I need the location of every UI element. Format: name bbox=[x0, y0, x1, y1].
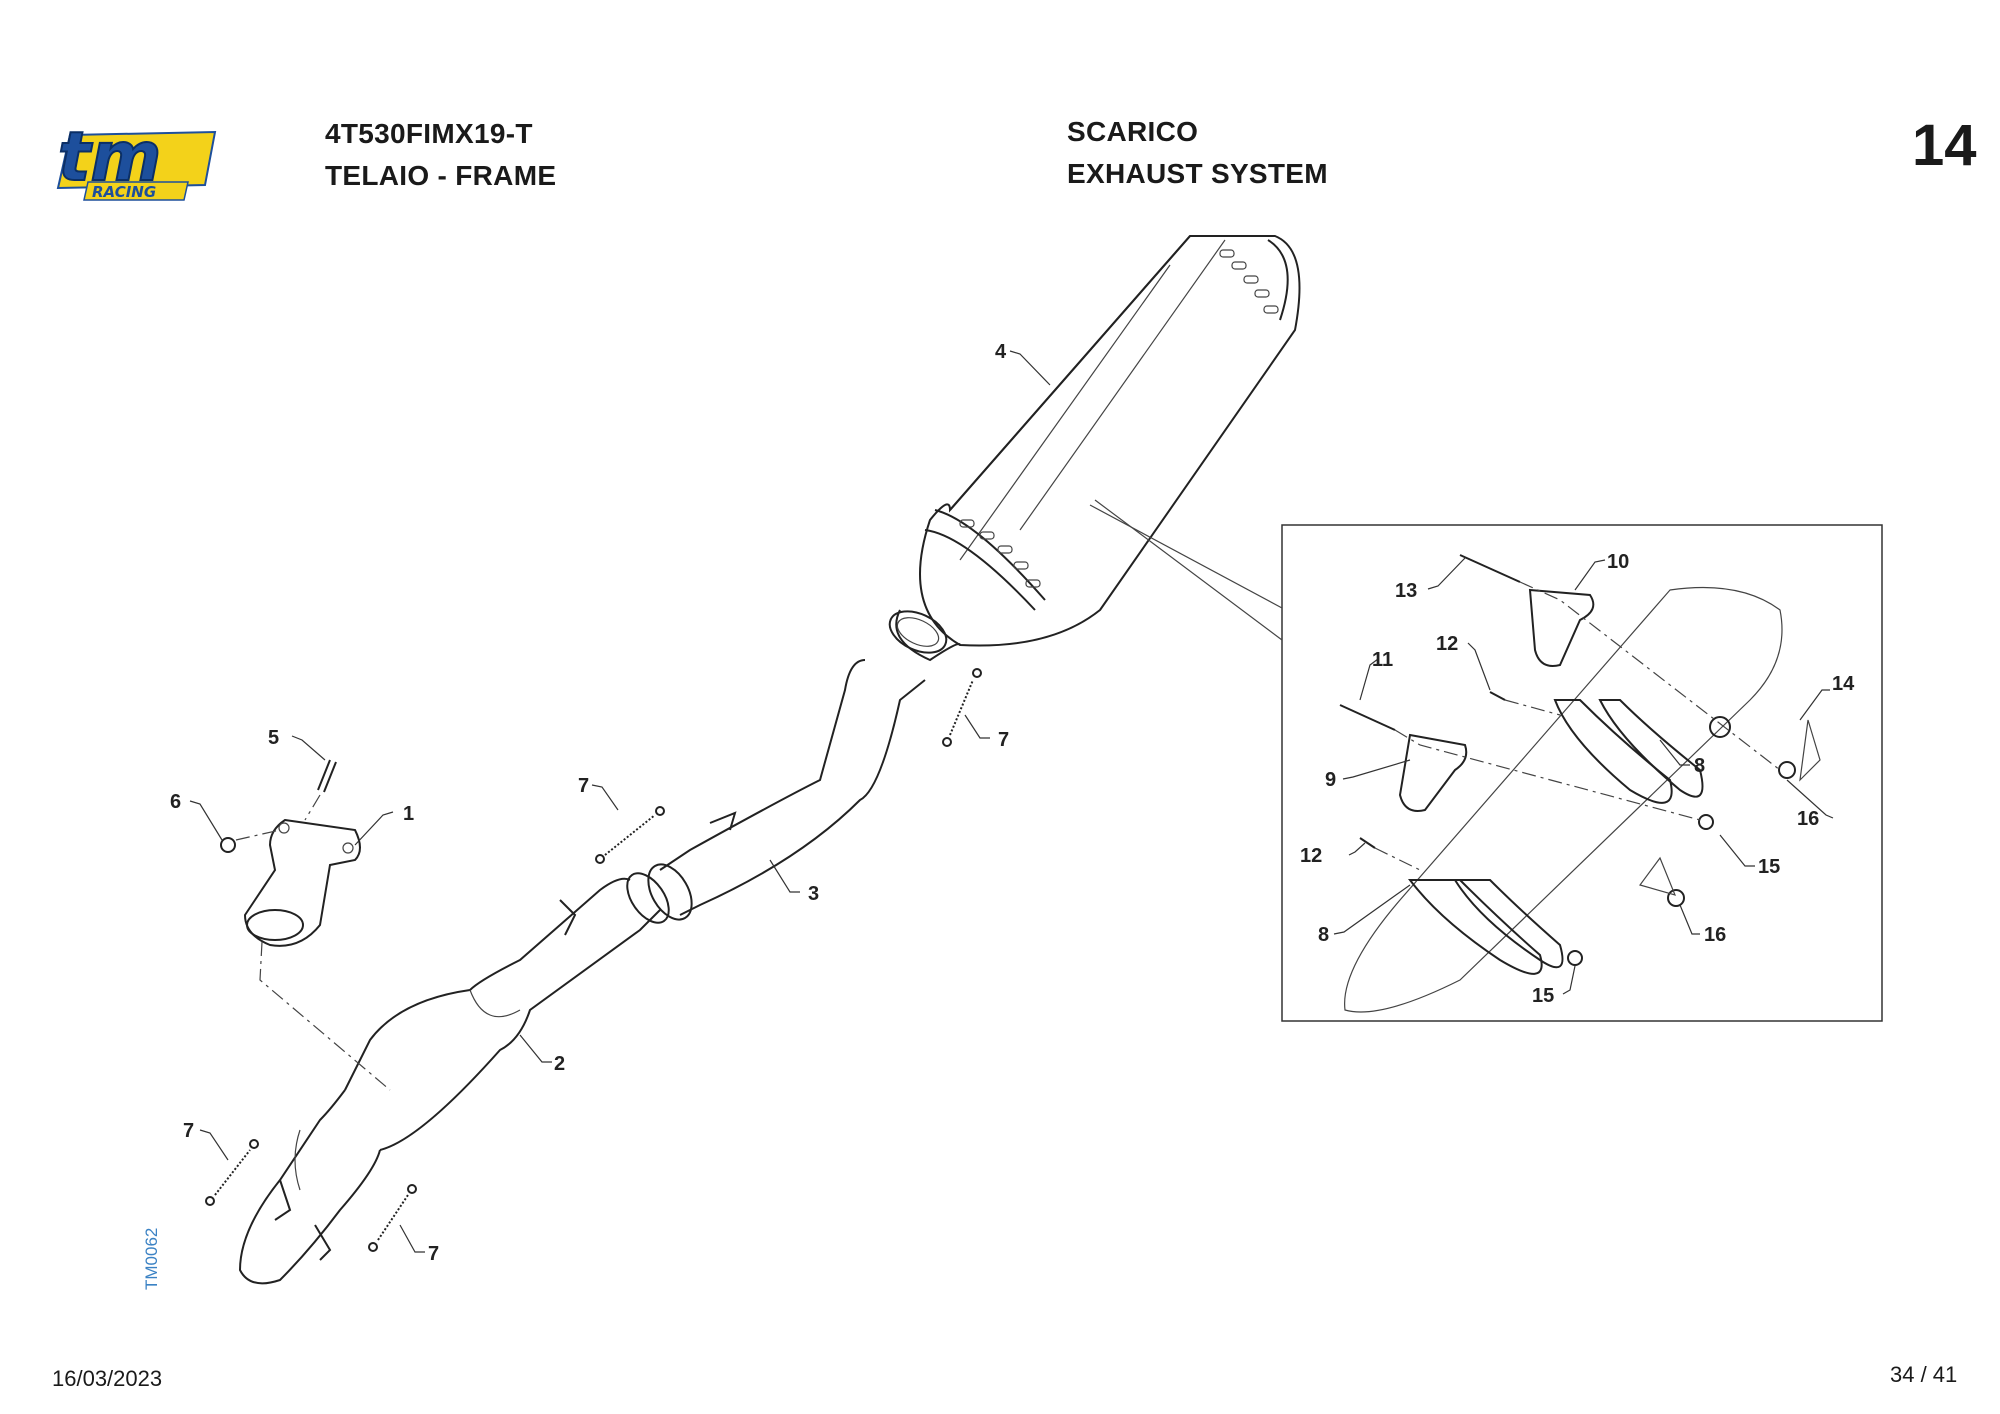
nut-part-6 bbox=[220, 829, 281, 853]
flange-part-1 bbox=[243, 818, 391, 1091]
callout-12b: 12 bbox=[1300, 845, 1322, 867]
callout-7b: 7 bbox=[998, 729, 1009, 751]
callout-4: 4 bbox=[995, 341, 1007, 363]
callout-12a: 12 bbox=[1436, 633, 1458, 655]
leader-lines bbox=[189, 350, 1834, 1253]
callout-2: 2 bbox=[554, 1053, 565, 1075]
callout-8b: 8 bbox=[1318, 924, 1329, 946]
callout-14: 14 bbox=[1832, 673, 1855, 695]
callout-16b: 16 bbox=[1704, 924, 1726, 946]
group-title: TELAIO - FRAME bbox=[325, 160, 557, 191]
callout-7d: 7 bbox=[428, 1243, 439, 1265]
callout-1: 1 bbox=[403, 803, 414, 825]
callout-15b: 15 bbox=[1532, 985, 1554, 1007]
callout-8a: 8 bbox=[1694, 755, 1705, 777]
callout-labels: 4 5 6 1 7 7 7 7 2 3 10 13 11 12 9 12 14 … bbox=[170, 341, 1855, 1265]
callout-6: 6 bbox=[170, 791, 181, 813]
callout-16a: 16 bbox=[1797, 808, 1819, 830]
callout-13: 13 bbox=[1395, 580, 1417, 602]
footer-date: 16/03/2023 bbox=[52, 1366, 163, 1391]
callout-9: 9 bbox=[1325, 769, 1336, 791]
section-number: 14 bbox=[1912, 113, 1977, 178]
silencer-part-4 bbox=[888, 235, 1301, 662]
callout-7c: 7 bbox=[183, 1120, 194, 1142]
section-title-it: SCARICO bbox=[1067, 116, 1199, 147]
callout-5: 5 bbox=[268, 727, 279, 749]
callout-15a: 15 bbox=[1758, 856, 1780, 878]
spring-part-7-d bbox=[368, 1184, 417, 1252]
callout-3: 3 bbox=[808, 883, 819, 905]
model-code: 4T530FIMX19-T bbox=[325, 118, 533, 149]
header-pipe-part-2 bbox=[238, 872, 670, 1285]
callout-10: 10 bbox=[1607, 551, 1629, 573]
detail-inset bbox=[1089, 499, 1883, 1022]
footer-page: 34 / 41 bbox=[1890, 1362, 1958, 1387]
spring-part-7-a bbox=[595, 806, 665, 864]
stud-part-5 bbox=[304, 759, 337, 821]
tm-racing-logo: tm RACING bbox=[56, 117, 217, 201]
mid-pipe-part-3 bbox=[647, 659, 926, 921]
spring-part-7-c bbox=[205, 1139, 259, 1206]
spring-part-7-b bbox=[942, 668, 982, 747]
logo-sub: RACING bbox=[92, 183, 156, 201]
section-title-en: EXHAUST SYSTEM bbox=[1067, 158, 1328, 189]
callout-7a: 7 bbox=[578, 775, 589, 797]
callout-11: 11 bbox=[1372, 649, 1393, 671]
